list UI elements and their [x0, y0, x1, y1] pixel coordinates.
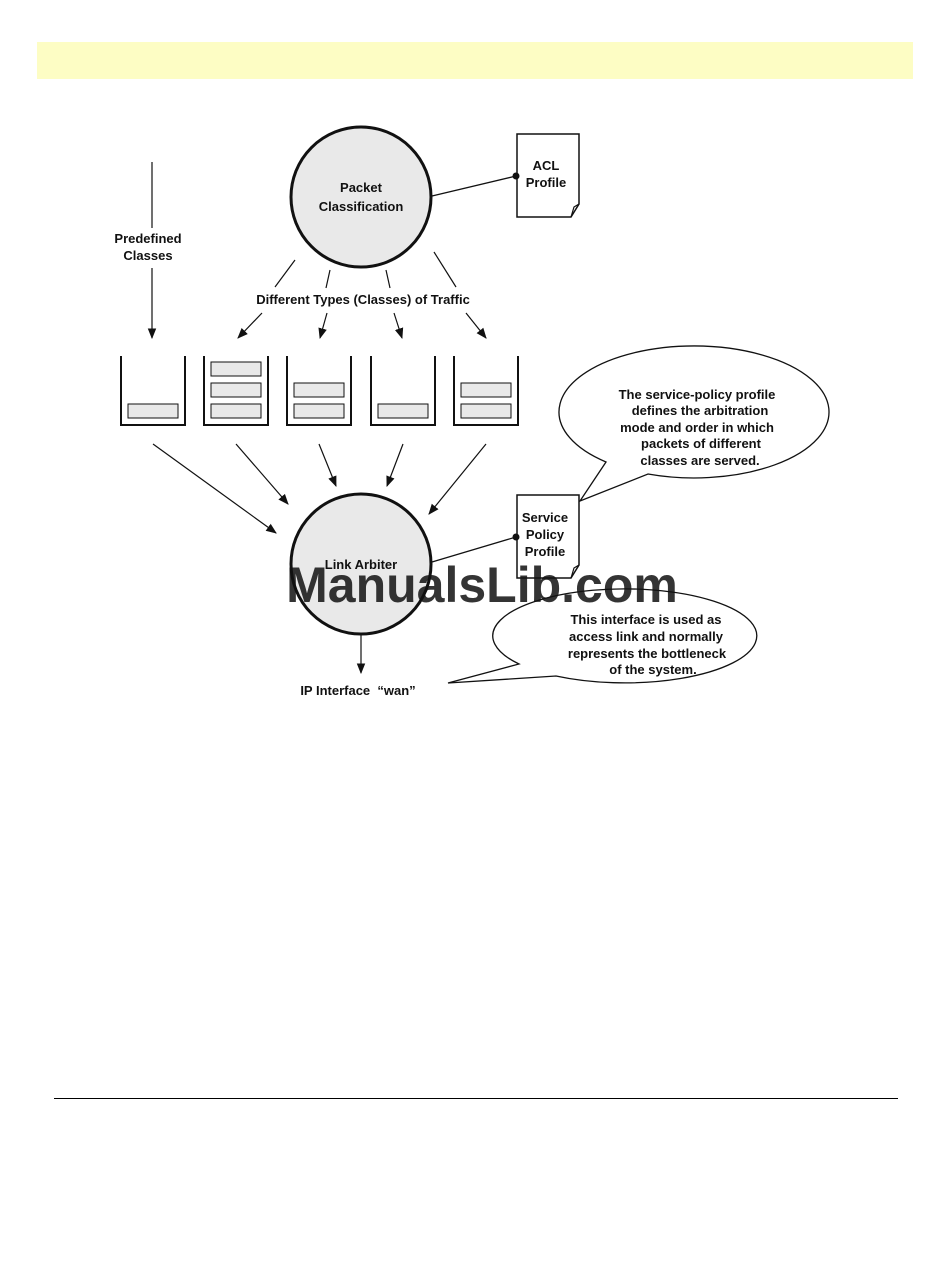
queue-packet [377, 403, 429, 419]
queue-packet [460, 403, 512, 419]
classify-line-4 [433, 251, 457, 288]
queue-packet [210, 361, 262, 377]
interface-callout-line-3: represents the bottleneck [568, 646, 727, 661]
queue-4 [370, 356, 436, 426]
queue-3 [286, 356, 352, 426]
service-policy-callout-line-2: defines the arbitration [632, 403, 769, 418]
predefined-classes-label-2: Classes [123, 248, 172, 263]
packet-classification-label-1: Packet [340, 180, 383, 195]
service-policy-callout-line-5: classes are served. [640, 453, 759, 468]
service-policy-callout-bubble [558, 345, 830, 503]
acl-profile-label-2: Profile [526, 175, 566, 190]
footer-rule [54, 1098, 898, 1099]
acl-profile-document [516, 133, 580, 218]
queue-1 [120, 356, 186, 426]
queue-packet [210, 382, 262, 398]
acl-connector [431, 175, 517, 197]
queue-packet [460, 382, 512, 398]
traffic-arrow-1 [237, 312, 263, 339]
traffic-label: Different Types (Classes) of Traffic [256, 292, 470, 307]
queue-packet [127, 403, 179, 419]
queue-to-arbiter-arrow-3 [318, 443, 337, 488]
traffic-arrow-4 [465, 312, 487, 339]
service-policy-connector-dot [512, 533, 520, 541]
classify-line-2 [325, 269, 331, 289]
service-policy-callout-line-4: packets of different [641, 436, 762, 451]
queue-to-arbiter-arrow-2 [235, 443, 289, 505]
ip-interface-label: IP Interface “wan” [300, 683, 415, 698]
traffic-arrow-2 [318, 312, 328, 340]
queue-2 [203, 356, 269, 426]
service-policy-connector [431, 536, 517, 563]
queue-to-arbiter-arrow-1 [152, 443, 277, 534]
queue-to-arbiter-arrow-4 [386, 443, 404, 488]
service-policy-label-1: Service [522, 510, 568, 525]
acl-profile-label-1: ACL [533, 158, 560, 173]
interface-callout-line-4: of the system. [609, 662, 696, 677]
service-policy-callout-line-3: mode and order in which [620, 420, 774, 435]
service-policy-label-3: Profile [525, 544, 565, 559]
service-policy-label-2: Policy [526, 527, 565, 542]
queue-packet [210, 403, 262, 419]
link-arbiter-label: Link Arbiter [325, 557, 397, 572]
header-band [37, 42, 913, 79]
queue-to-arbiter-arrow-5 [428, 443, 487, 515]
queue-packet [293, 382, 345, 398]
interface-callout-line-1: This interface is used as [570, 612, 721, 627]
traffic-arrow-3 [393, 312, 404, 340]
interface-callout-bubble [447, 588, 758, 684]
interface-callout-line-2: access link and normally [569, 629, 724, 644]
packet-classification-node [289, 125, 433, 269]
service-policy-document [516, 494, 580, 579]
watermark: ManualsLib.com [286, 557, 678, 613]
queue-5 [453, 356, 519, 426]
packet-classification-label-2: Classification [319, 199, 404, 214]
predefined-classes-label-1: Predefined [114, 231, 181, 246]
service-policy-fold [570, 564, 580, 579]
acl-connector-dot [512, 172, 520, 180]
acl-profile-fold [570, 203, 580, 218]
classify-line-3 [385, 269, 391, 289]
service-policy-callout-line-1: The service-policy profile [619, 387, 776, 402]
queue-group [120, 356, 519, 426]
classify-line-1 [274, 259, 296, 288]
queue-packet [293, 403, 345, 419]
